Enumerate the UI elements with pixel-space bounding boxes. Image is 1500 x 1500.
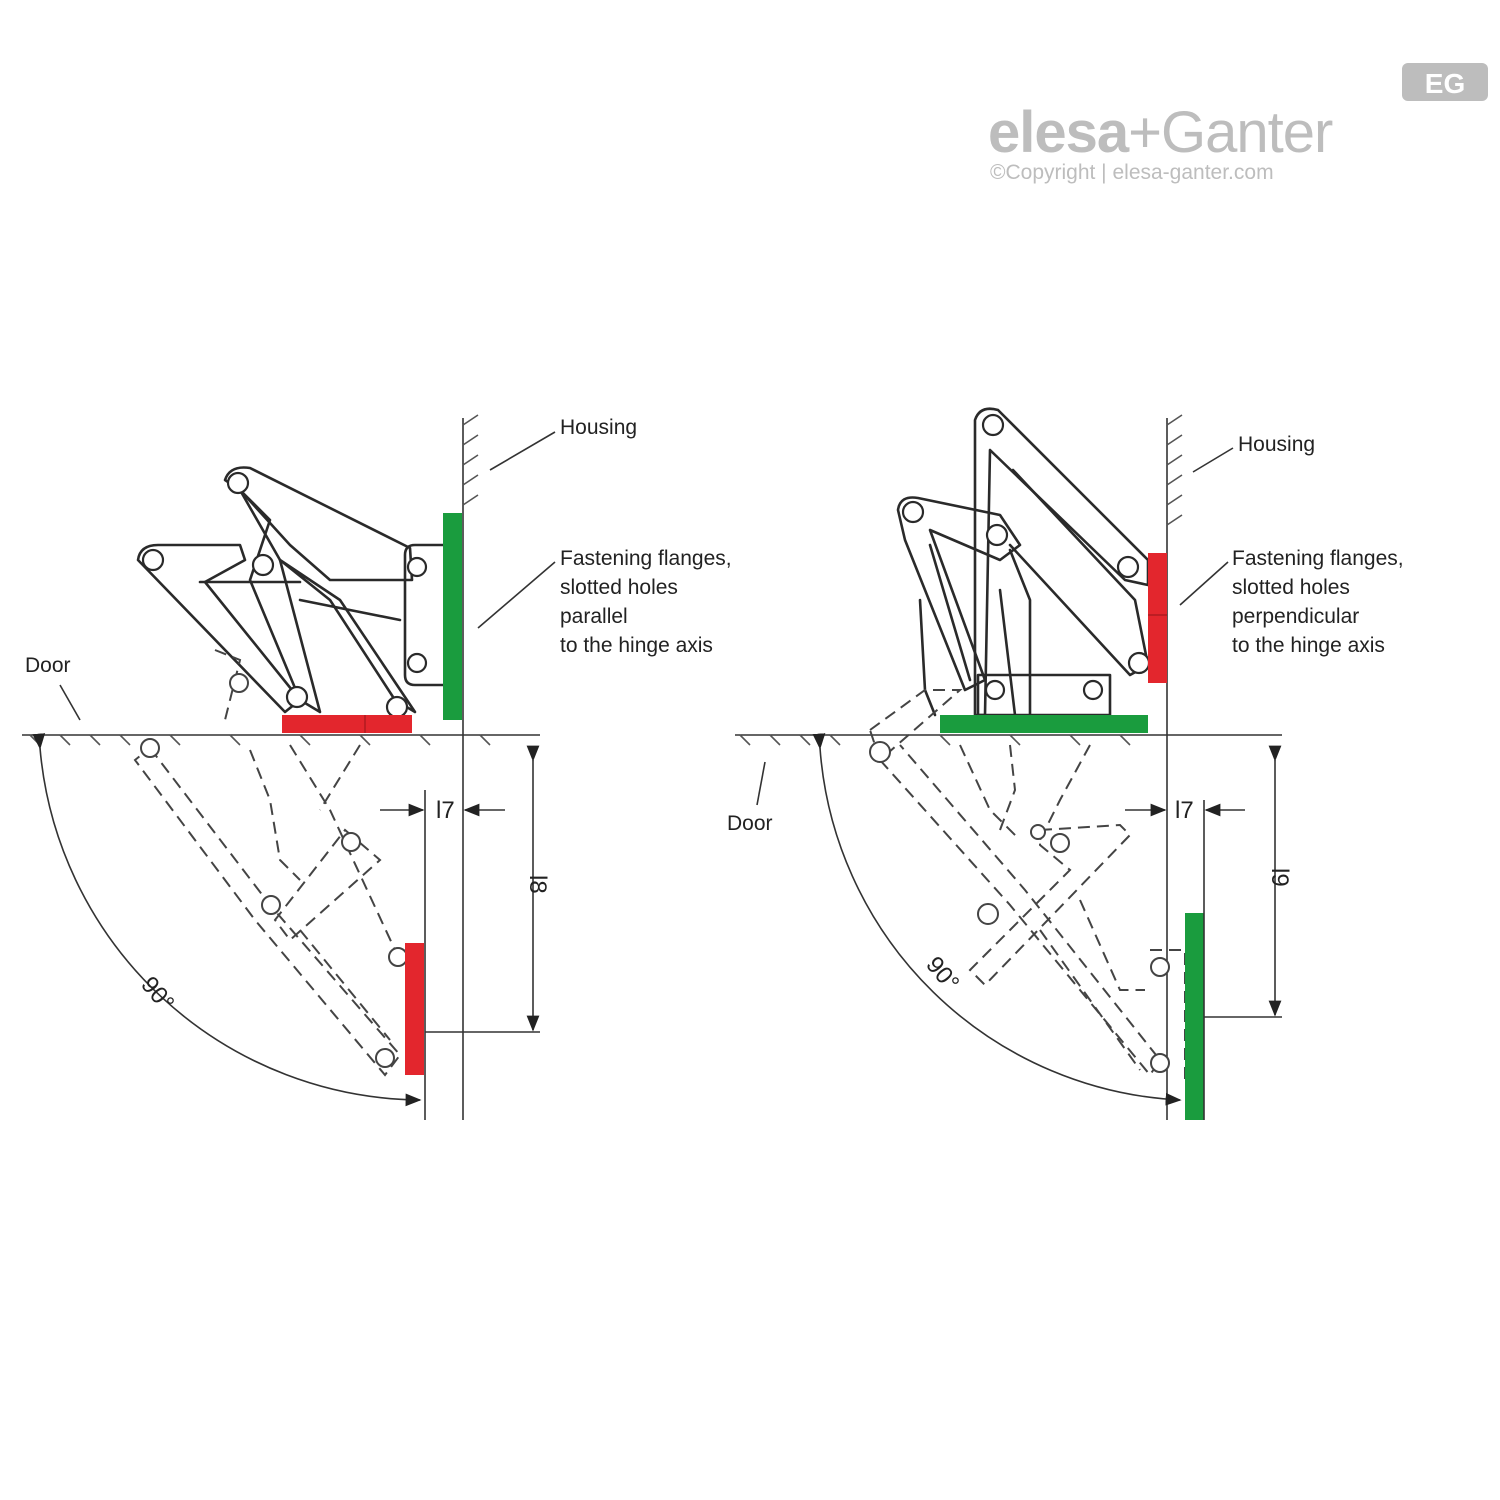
closed-hinge-links — [896, 407, 1150, 717]
open-hinge-dashed — [133, 649, 410, 1077]
angle-arc — [32, 733, 422, 1107]
door-flange-red — [282, 715, 412, 733]
left-hinge-figure: 90° l7 l8 Housing Fastening flanges, slo… — [22, 414, 737, 1120]
door-flange-red-open — [405, 943, 424, 1075]
elesa-ganter-logo: EG elesa+Ganter ©Copyright | elesa-gante… — [988, 63, 1488, 184]
housing-hatching — [1166, 414, 1183, 526]
logo-copyright: ©Copyright | elesa-ganter.com — [990, 161, 1274, 184]
housing-label: Housing — [1238, 433, 1315, 456]
logo-wordmark: elesa+Ganter — [988, 100, 1333, 165]
dim-l8-label: l8 — [524, 875, 551, 894]
flange-label: Fastening flanges, slotted holes paralle… — [560, 547, 737, 657]
door-flange-green — [940, 715, 1148, 733]
housing-flange-red — [1148, 553, 1167, 683]
door-label: Door — [727, 812, 773, 835]
closed-hinge-pins — [901, 413, 1151, 701]
door-label: Door — [25, 654, 71, 677]
closed-hinge-pins — [141, 471, 428, 719]
open-hinge-dashed — [868, 689, 1186, 1080]
door-hatching — [739, 734, 1131, 746]
angle-arc — [812, 733, 1182, 1106]
angle-label: 90° — [920, 952, 964, 997]
logo-badge-text: EG — [1425, 68, 1465, 99]
housing-flange-green — [443, 513, 462, 720]
logo-badge-icon — [1402, 63, 1488, 101]
flange-label: Fastening flanges, slotted holes perpend… — [1232, 547, 1409, 657]
right-hinge-figure: 90° l7 l9 Housing Fastening flanges, slo… — [727, 407, 1409, 1120]
dim-l7-label: l7 — [436, 797, 455, 824]
door-hatching — [29, 734, 491, 746]
dim-l9-label: l9 — [1266, 868, 1293, 887]
housing-hatching — [462, 414, 479, 506]
door-flange-green-open — [1185, 913, 1204, 1120]
dim-l7-label: l7 — [1175, 797, 1194, 824]
housing-label: Housing — [560, 416, 637, 439]
closed-hinge-links — [136, 466, 447, 714]
